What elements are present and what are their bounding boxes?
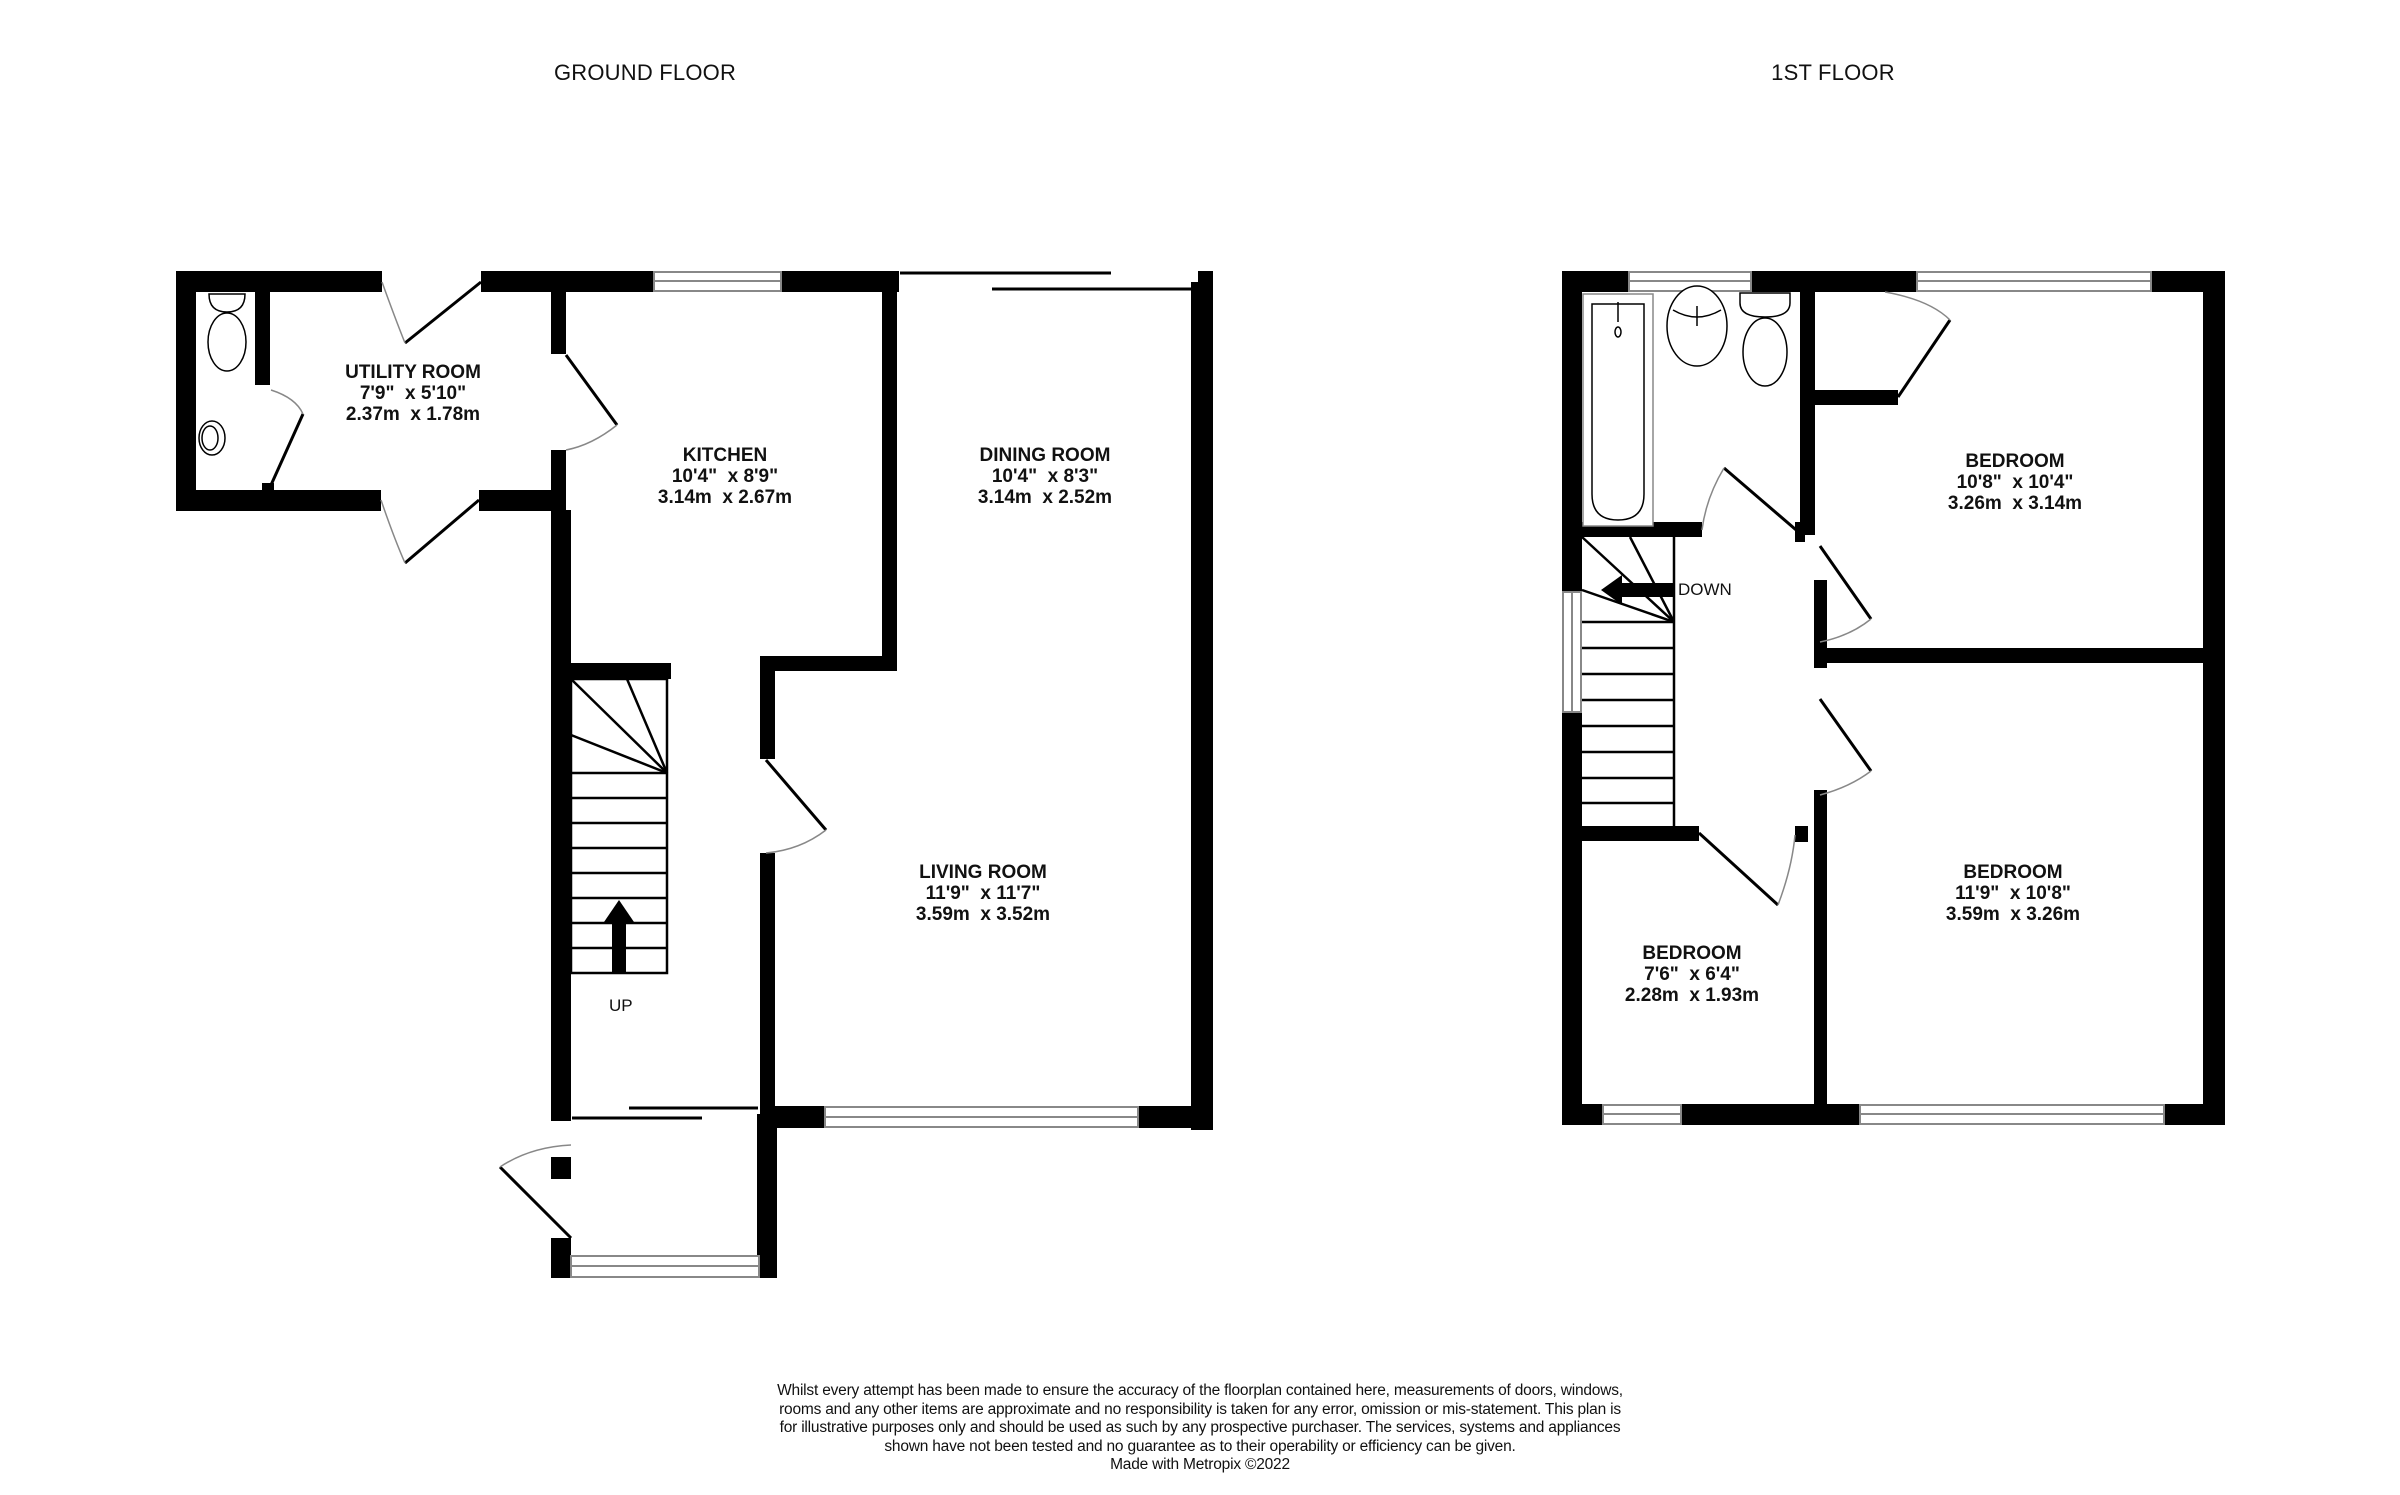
room-name: LIVING ROOM <box>919 862 1047 883</box>
room-dim-metric: 3.14m x 2.67m <box>657 487 793 508</box>
room-label-living: LIVING ROOM 11'9" x 11'7" 3.59m x 3.52m <box>916 862 1050 925</box>
room-dim-metric: 2.37m x 1.78m <box>345 404 481 425</box>
up-arrow-icon <box>604 900 634 973</box>
disclaimer: Whilst every attempt has been made to en… <box>770 1382 1630 1475</box>
room-name: DINING ROOM <box>979 445 1111 466</box>
sliding-doors <box>572 271 1193 1120</box>
first-floor-stairs <box>1581 536 1676 826</box>
room-dim-metric: 3.59m x 3.52m <box>915 904 1051 925</box>
stair-landing-wall <box>571 663 671 679</box>
room-name: KITCHEN <box>682 445 768 466</box>
room-name: BEDROOM <box>1965 451 2065 472</box>
ground-floor-windows <box>570 271 1139 1278</box>
room-dim-metric: 3.26m x 3.14m <box>1947 493 2083 514</box>
room-dim-imperial: 7'6" x 6'4" <box>1644 964 1740 985</box>
room-name: BEDROOM <box>1963 862 2063 883</box>
room-dim-imperial: 11'9" x 11'7" <box>925 883 1041 904</box>
room-name: UTILITY ROOM <box>345 362 481 383</box>
stairs-up-label: UP <box>609 996 633 1015</box>
room-label-bedroom-1: BEDROOM 10'8" x 10'4" 3.26m x 3.14m <box>1948 451 2082 514</box>
room-name: BEDROOM <box>1642 943 1742 964</box>
bathroom-fixtures <box>1582 285 1791 527</box>
ground-wc-fixtures <box>198 293 247 456</box>
room-label-bedroom-2: BEDROOM 11'9" x 10'8" 3.59m x 3.26m <box>1946 862 2080 925</box>
room-dim-metric: 2.28m x 1.93m <box>1624 985 1760 1006</box>
first-floor-doors <box>1697 291 1952 907</box>
first-floor-title: 1ST FLOOR <box>1771 60 1895 85</box>
room-dim-metric: 3.14m x 2.52m <box>977 487 1113 508</box>
room-label-dining: DINING ROOM 10'4" x 8'3" 3.14m x 2.52m <box>978 445 1112 508</box>
down-arrow-icon <box>1601 575 1674 605</box>
ground-floor-title: GROUND FLOOR <box>553 60 737 85</box>
room-dim-metric: 3.59m x 3.26m <box>1945 904 2081 925</box>
ground-floor-doors <box>269 280 828 1240</box>
stairs-down-label: DOWN <box>1678 580 1732 599</box>
room-label-utility: UTILITY ROOM 7'9" x 5'10" 2.37m x 1.78m <box>345 362 481 425</box>
room-label-bedroom-3: BEDROOM 7'6" x 6'4" 2.28m x 1.93m <box>1625 943 1759 1006</box>
ground-floor-walls <box>176 271 1213 1278</box>
room-dim-imperial: 10'4" x 8'3" <box>991 466 1099 487</box>
metropix-credit: Made with Metropix ©2022 <box>1110 1456 1290 1473</box>
room-label-kitchen: KITCHEN 10'4" x 8'9" 3.14m x 2.67m <box>658 445 792 508</box>
room-dim-imperial: 7'9" x 5'10" <box>359 383 467 404</box>
room-dim-imperial: 10'4" x 8'9" <box>671 466 779 487</box>
disclaimer-text: Whilst every attempt has been made to en… <box>777 1382 1623 1455</box>
room-dim-imperial: 10'8" x 10'4" <box>1956 472 2074 493</box>
room-dim-imperial: 11'9" x 10'8" <box>1955 883 2071 904</box>
